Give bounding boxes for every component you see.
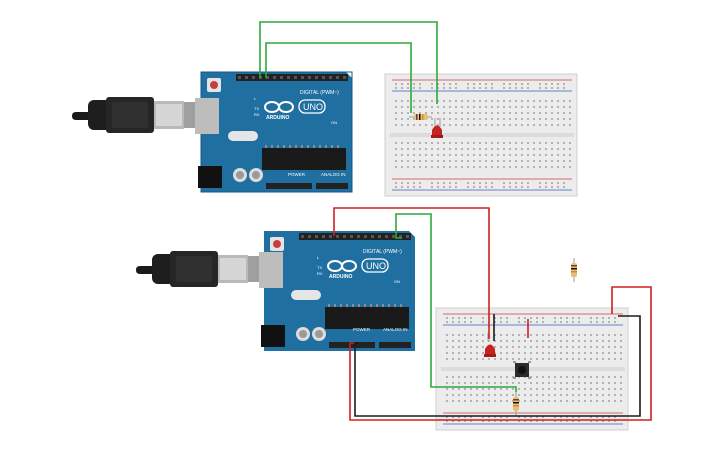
red-wire-power[interactable]	[349, 286, 652, 421]
red-wire-top-loop[interactable]	[333, 207, 490, 339]
usb-cable-top[interactable]	[72, 97, 204, 133]
tx-label: TX	[317, 265, 322, 270]
resistor-bottom[interactable]	[513, 392, 519, 416]
arduino-board-top[interactable]: DIGITAL (PWM~) UNO ARDUINO L TX RX ON	[195, 71, 353, 193]
model-label: UNO	[303, 102, 323, 112]
usb-cable-bottom[interactable]	[136, 251, 268, 287]
resistor-loose[interactable]	[571, 258, 577, 282]
model-label: UNO	[366, 261, 386, 271]
brand-label: ARDUINO	[329, 274, 352, 280]
tx-label: TX	[254, 106, 259, 111]
brand-label: ARDUINO	[266, 115, 289, 121]
on-label: ON	[331, 120, 337, 125]
l-led-label: L	[254, 96, 257, 101]
top-circuit: DIGITAL (PWM~) UNO ARDUINO L TX RX ON	[72, 21, 578, 197]
arduino-logo-icon	[327, 260, 357, 272]
digital-label: DIGITAL (PWM~)	[363, 249, 402, 255]
breadboard-bottom[interactable]	[435, 307, 629, 431]
power-label: POWER	[288, 172, 306, 177]
green-wire-top-1[interactable]	[259, 21, 438, 104]
rx-label: RX	[317, 271, 323, 276]
breadboard-top[interactable]	[384, 73, 578, 197]
analog-label: ANALOG IN	[383, 327, 408, 332]
analog-label: ANALOG IN	[321, 172, 346, 177]
black-wire-ground[interactable]	[354, 315, 641, 417]
resistor-top[interactable]	[409, 114, 432, 120]
rx-label: RX	[254, 112, 260, 117]
bottom-circuit: DIGITAL (PWM~) UNO ARDUINO L TX RX ON	[136, 207, 652, 431]
green-wire-bottom[interactable]	[395, 213, 517, 392]
red-led-top[interactable]	[431, 118, 443, 138]
push-button[interactable]	[513, 361, 531, 379]
power-label: POWER	[353, 327, 371, 332]
arduino-logo-icon	[264, 101, 294, 113]
digital-label: DIGITAL (PWM~)	[300, 90, 339, 96]
green-wire-top-2[interactable]	[265, 42, 412, 113]
arduino-board-bottom[interactable]: DIGITAL (PWM~) UNO ARDUINO L TX RX ON	[259, 231, 415, 351]
l-led-label: L	[317, 255, 320, 260]
on-label: ON	[394, 279, 400, 284]
